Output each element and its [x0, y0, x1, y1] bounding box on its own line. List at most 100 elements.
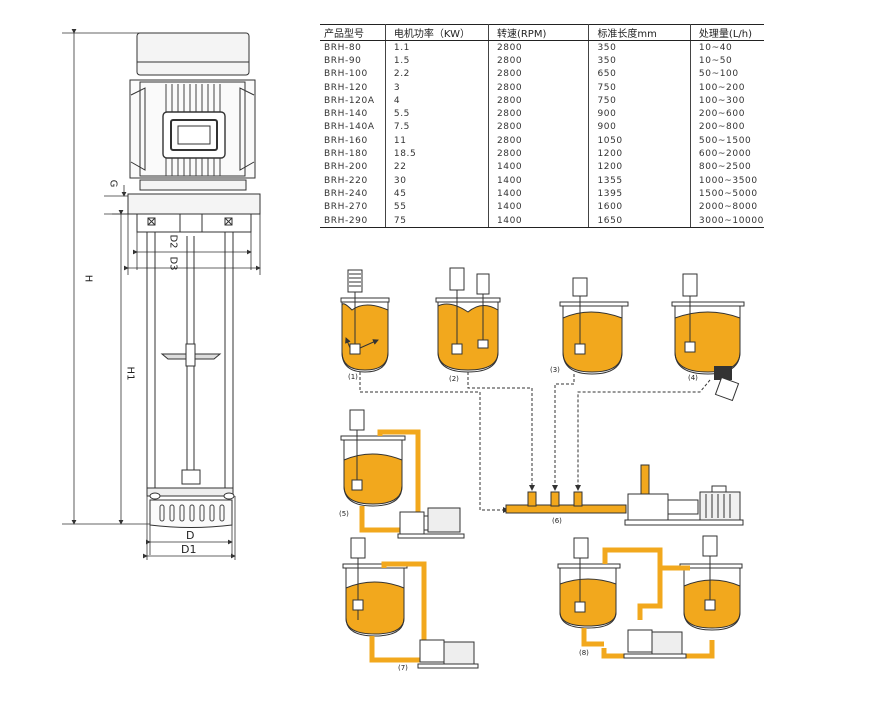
header-speed: 转速(RPM) — [488, 24, 590, 41]
dim-label-d1: D1 — [181, 543, 197, 556]
cell-model: BRH-120 — [320, 80, 386, 95]
spec-table: 产品型号 电机功率（KW） 转速(RPM) 标准长度mm 处理量(L/h) BR… — [320, 24, 764, 229]
caption-1: (1) — [348, 373, 358, 381]
cell-capacity: 3000~10000 — [690, 213, 764, 229]
cell-capacity: 100~300 — [698, 95, 746, 106]
cell-speed: 2800 — [488, 107, 590, 121]
dim-label-d2: D2 — [167, 234, 179, 249]
cell-length: 1355 — [588, 173, 691, 188]
cell-model: BRH-160 — [320, 134, 386, 148]
table-header-row: 产品型号 电机功率（KW） 转速(RPM) 标准长度mm 处理量(L/h) — [320, 24, 764, 41]
cell-model: BRH-240 — [320, 187, 386, 201]
cell-length: 1395 — [588, 187, 691, 201]
diagram-3 — [559, 277, 629, 375]
dim-label-h: H — [82, 274, 94, 283]
diagram-6 — [505, 464, 744, 526]
caption-6: (6) — [552, 517, 562, 525]
diagram-4 — [671, 273, 745, 402]
caption-3: (3) — [550, 366, 560, 374]
cell-capacity: 200~800 — [698, 122, 746, 133]
cell-length: 900 — [588, 107, 691, 121]
process-diagrams — [340, 267, 745, 669]
cell-power: 30 — [385, 173, 489, 188]
cell-power: 2.2 — [385, 67, 489, 81]
cell-capacity: 800~2500 — [698, 162, 752, 173]
caption-2: (2) — [449, 375, 459, 383]
cell-capacity: 200~600 — [698, 109, 746, 120]
cell-speed: 1400 — [488, 213, 590, 229]
cell-model: BRH-80 — [320, 40, 386, 55]
cell-speed: 2800 — [488, 147, 590, 161]
cell-speed: 1400 — [488, 173, 590, 188]
caption-8: (8) — [579, 649, 589, 657]
cell-capacity: 600~2000 — [698, 149, 752, 160]
cell-speed: 2800 — [488, 67, 590, 81]
cell-model: BRH-270 — [320, 200, 386, 214]
cell-capacity: 500~1500 — [698, 135, 752, 146]
cell-length: 900 — [588, 120, 691, 135]
cell-capacity: 50~100 — [698, 69, 739, 80]
header-capacity: 处理量(L/h) — [690, 24, 764, 41]
dim-label-h1: H1 — [124, 366, 136, 381]
cell-length: 350 — [588, 54, 691, 68]
cell-speed: 1400 — [488, 160, 590, 174]
diagram-7 — [342, 537, 479, 669]
cell-capacity: 10~40 — [698, 42, 733, 53]
cell-length: 1200 — [588, 160, 691, 174]
caption-7: (7) — [398, 664, 408, 672]
cell-speed: 1400 — [488, 200, 590, 214]
cell-length: 1050 — [588, 134, 691, 148]
cell-model: BRH-290 — [320, 213, 386, 229]
cell-model: BRH-140A — [320, 120, 386, 135]
dim-label-g: G — [107, 179, 119, 188]
header-length: 标准长度mm — [588, 24, 691, 41]
cell-speed: 2800 — [488, 120, 590, 135]
cell-length: 350 — [588, 40, 691, 55]
cell-power: 4 — [385, 94, 489, 108]
cell-model: BRH-100 — [320, 67, 386, 81]
cell-power: 1.1 — [385, 40, 489, 55]
cell-length: 650 — [588, 67, 691, 81]
caption-4: (4) — [688, 374, 698, 382]
cell-speed: 2800 — [488, 134, 590, 148]
cell-length: 750 — [588, 80, 691, 95]
cell-speed: 2800 — [488, 94, 590, 108]
cell-speed: 2800 — [488, 80, 590, 95]
cell-speed: 1400 — [488, 187, 590, 201]
cell-power: 7.5 — [385, 120, 489, 135]
cell-power: 75 — [385, 213, 489, 229]
header-model: 产品型号 — [320, 24, 386, 41]
cell-length: 1600 — [588, 200, 691, 214]
cell-model: BRH-140 — [320, 107, 386, 121]
dim-label-d3: D3 — [167, 256, 179, 271]
cell-capacity: 1500~5000 — [698, 188, 758, 199]
cell-model: BRH-220 — [320, 173, 386, 188]
cell-capacity: 2000~8000 — [698, 202, 758, 213]
diagram-8 — [557, 535, 743, 659]
cell-power: 5.5 — [385, 107, 489, 121]
cell-power: 45 — [385, 187, 489, 201]
cell-model: BRH-200 — [320, 160, 386, 174]
diagram-2 — [435, 267, 501, 373]
cell-power: 1.5 — [385, 54, 489, 68]
dim-label-d: D — [186, 529, 195, 542]
cell-power: 55 — [385, 200, 489, 214]
caption-5: (5) — [339, 510, 349, 518]
cell-model: BRH-90 — [320, 54, 386, 68]
pump-elevation-drawing — [62, 29, 261, 560]
diagram-5 — [340, 409, 465, 539]
cell-power: 3 — [385, 80, 489, 95]
